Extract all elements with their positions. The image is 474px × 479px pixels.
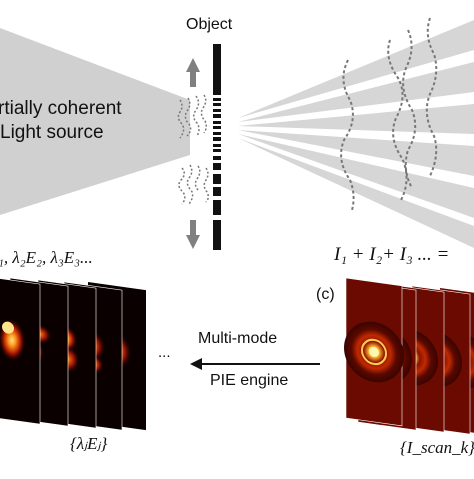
source-label-line2: Light source bbox=[0, 122, 104, 143]
engine-label-line2: PIE engine bbox=[210, 372, 289, 389]
partial-wavefronts bbox=[177, 94, 210, 205]
object-label: Object bbox=[186, 16, 233, 33]
engine-label-line1: Multi-mode bbox=[198, 330, 278, 347]
pattern-stack-right bbox=[344, 277, 474, 437]
pattern-frame bbox=[344, 277, 404, 427]
mode-sum-formula: ₁, λ₂E₂, λ₃E₃... bbox=[0, 248, 93, 267]
scan-set-label: {I_scan_k} bbox=[400, 438, 474, 457]
down-arrow-icon bbox=[186, 220, 200, 249]
intensity-sum-formula: I₁ + I₂+ I₃ ... = bbox=[334, 244, 450, 265]
intensity-profiles bbox=[340, 17, 438, 211]
up-arrow-icon bbox=[186, 58, 200, 87]
ellipsis: ... bbox=[158, 344, 171, 361]
mode-frame bbox=[0, 275, 41, 425]
diffraction-beams bbox=[238, 20, 474, 248]
object-grating bbox=[211, 44, 223, 250]
source-label-line1: rtially coherent bbox=[0, 98, 122, 119]
mode-set-label: {λⱼEⱼ} bbox=[70, 434, 108, 453]
mode-stack-left bbox=[0, 275, 146, 431]
panel-c-label: (c) bbox=[316, 286, 335, 303]
left-arrow-icon bbox=[190, 358, 320, 370]
illumination-cone-left bbox=[0, 28, 190, 215]
